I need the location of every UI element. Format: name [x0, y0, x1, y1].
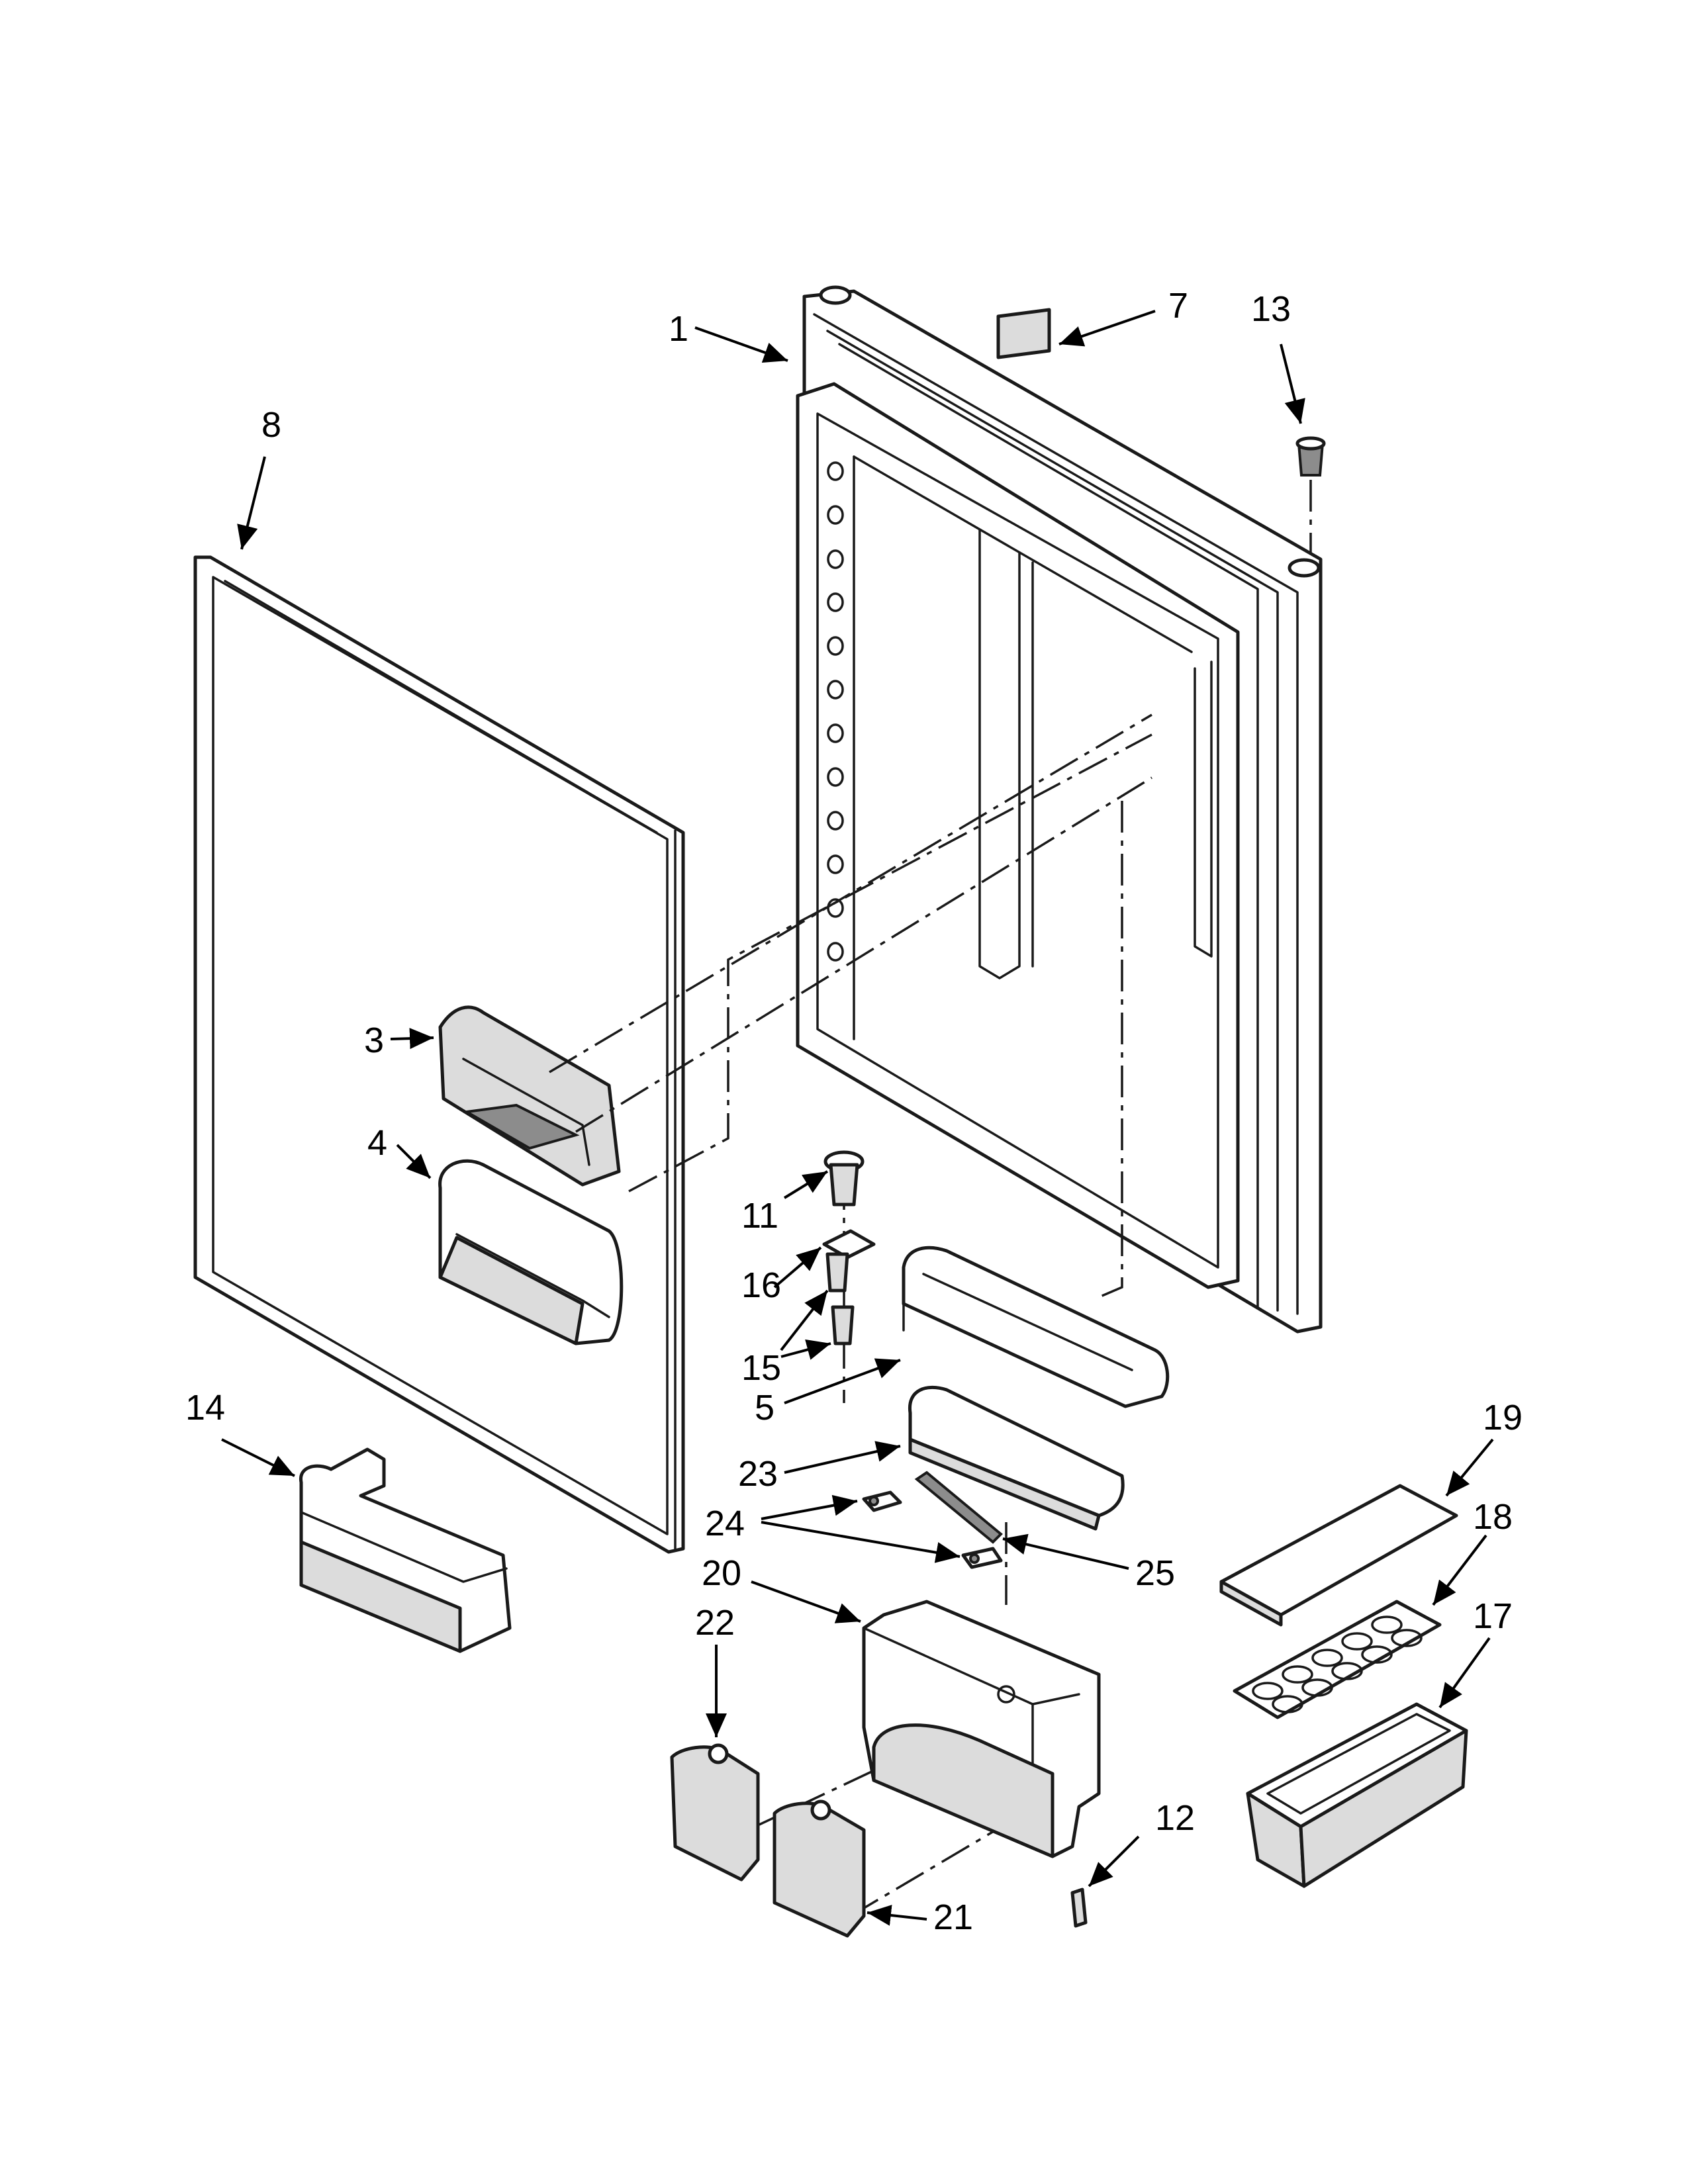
callout-7: 7: [1168, 286, 1188, 326]
part-19-ice-tray-lid: [1219, 1484, 1458, 1627]
callout-21: 21: [933, 1897, 973, 1937]
part-3-dairy-cover: [438, 1005, 621, 1187]
part-8-door-gasket: [193, 555, 685, 1554]
callout-17: 17: [1473, 1596, 1513, 1636]
part-21-cover: [773, 1799, 866, 1938]
part-11-hinge-pin: [823, 1150, 865, 1206]
part-5-door-bin: [902, 1246, 1170, 1408]
callout-5: 5: [755, 1388, 774, 1428]
part-17-storage-tray: [1246, 1702, 1468, 1888]
callout-22: 22: [695, 1603, 735, 1643]
part-15-screws: [825, 1252, 855, 1345]
part-1-door-frame: [796, 285, 1323, 1334]
callout-20: 20: [702, 1553, 741, 1593]
part-25-rod: [914, 1471, 1003, 1544]
callout-3: 3: [364, 1021, 384, 1060]
callout-25: 25: [1135, 1553, 1175, 1593]
callout-12: 12: [1155, 1798, 1195, 1838]
ice-tray-cells: [1252, 1615, 1423, 1713]
part-22-cover: [670, 1743, 760, 1882]
callout-8: 8: [261, 405, 281, 445]
callout-1: 1: [669, 309, 688, 349]
part-4-dairy-bin: [438, 1159, 624, 1345]
callout-13: 13: [1251, 289, 1291, 329]
callout-14: 14: [185, 1388, 225, 1428]
part-23-door-bin: [908, 1385, 1125, 1531]
callout-11: 11: [741, 1196, 778, 1236]
callout-15: 15: [741, 1348, 781, 1388]
callout-16: 16: [741, 1265, 781, 1305]
part-12-clip: [1070, 1888, 1088, 1928]
part-14-door-bin: [299, 1447, 512, 1653]
callout-24: 24: [705, 1504, 745, 1543]
callout-numbers: 1 3 4 5 7 8 11 12 13 14 15 16 17 18 19 2…: [185, 286, 1523, 1937]
callout-23: 23: [738, 1454, 778, 1494]
part-7-label: [996, 308, 1051, 359]
callout-4: 4: [367, 1123, 387, 1163]
part-13-hinge-bushing: [1295, 436, 1326, 553]
part-18-ice-cube-tray: [1233, 1600, 1442, 1719]
callout-18: 18: [1473, 1497, 1513, 1537]
part-20-bin-housing: [862, 1600, 1101, 1858]
part-24-brackets: [862, 1490, 1003, 1569]
callout-leaders: [221, 310, 1494, 1926]
callout-19: 19: [1483, 1398, 1523, 1437]
